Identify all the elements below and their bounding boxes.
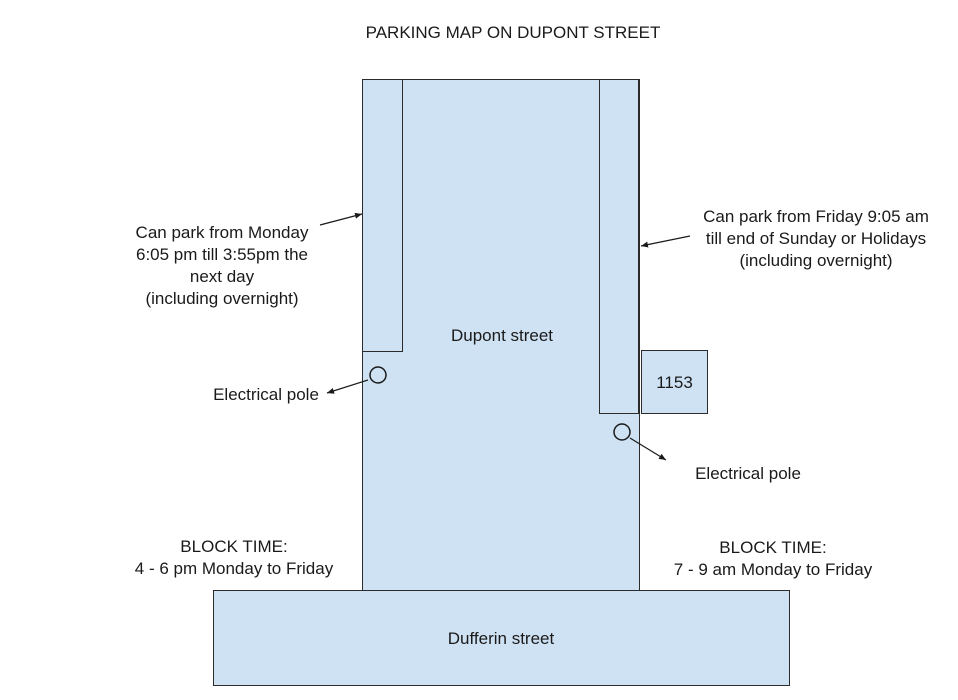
right-parking-note: Can park from Friday 9:05 am till end of… [703,207,929,270]
parking-zone-right [599,79,639,414]
building-number: 1153 [656,373,693,392]
right-block-time-heading: BLOCK TIME: [719,538,827,557]
electrical-pole-label-left: Electrical pole [213,385,319,404]
dupont-street-label: Dupont street [450,326,554,345]
electrical-pole-label-right: Electrical pole [695,464,801,483]
arrow-left-parking [319,212,363,226]
parking-zone-left [362,79,403,352]
dufferin-street-label: Dufferin street [447,629,555,648]
arrow-left-pole [326,379,369,394]
dufferin-street [213,590,790,686]
electrical-pole-right-icon [613,423,631,441]
dupont-street [362,79,640,592]
left-parking-note: Can park from Monday 6:05 pm till 3:55pm… [135,223,309,308]
arrow-right-parking [640,235,691,248]
diagram-title: PARKING MAP ON DUPONT STREET [365,23,661,42]
left-block-time-hours: 4 - 6 pm Monday to Friday [134,559,334,578]
arrow-right-pole [629,437,667,461]
left-block-time-heading: BLOCK TIME: [180,537,288,556]
right-block-time-hours: 7 - 9 am Monday to Friday [673,560,873,579]
building-1153 [641,350,708,414]
electrical-pole-left-icon [369,366,387,384]
